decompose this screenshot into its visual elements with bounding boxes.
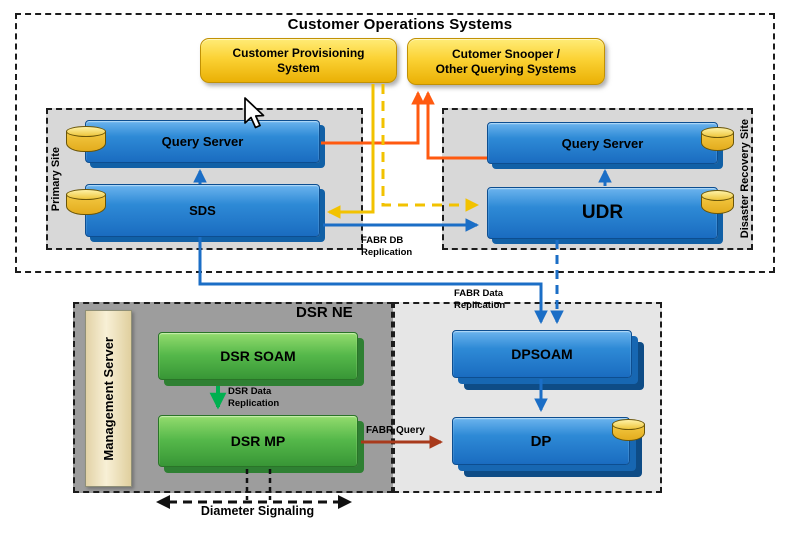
management-server-label: Management Server [101,336,116,461]
dsr-mp-label: DSR MP [230,433,286,449]
provisioning-label-line2: System [277,60,320,75]
primary-query-server-box: Query Server [85,120,320,163]
database-icon [66,126,106,152]
snooper-label-line1: Cutomer Snooper / [451,46,560,61]
dpsoam-label: DPSOAM [511,346,573,362]
sds-box: SDS [85,184,320,237]
database-icon [701,127,734,151]
fabr-data-replication-label: FABR Data Replication [454,288,506,312]
dr-query-server-box: Query Server [487,122,718,164]
provisioning-label-line1: Customer Provisioning [232,45,365,60]
dsr-soam-box: DSR SOAM [158,332,358,380]
primary-site-label: Primary Site [50,146,62,212]
dr-query-server-label: Query Server [561,135,644,151]
customer-snooper-box: Cutomer Snooper / Other Querying Systems [407,38,605,85]
primary-query-server-label: Query Server [161,134,244,149]
dp-label: DP [530,432,552,450]
dsr-ne-label: DSR NE [296,304,353,321]
sds-label: SDS [189,203,216,218]
fabr-db-replication-label: FABR DB Replication [361,235,413,259]
udr-box: UDR [487,187,718,239]
customer-provisioning-system-box: Customer Provisioning System [200,38,397,83]
udr-label: UDR [581,202,624,223]
dp-box: DP [452,417,630,465]
diameter-signaling-label: Diameter Signaling [200,504,315,518]
dpsoam-box: DPSOAM [452,330,632,378]
mouse-cursor-icon [244,97,265,129]
fabr-query-label: FABR Query [366,425,425,436]
management-server-box: Management Server [85,310,132,487]
dsr-mp-box: DSR MP [158,415,358,467]
database-icon [612,419,645,441]
dsr-data-replication-label: DSR Data Replication [228,386,280,410]
dsr-soam-label: DSR SOAM [220,348,296,364]
snooper-label-line2: Other Querying Systems [435,61,577,76]
database-icon [701,190,734,214]
diagram-title: Customer Operations Systems [287,16,513,33]
database-icon [66,189,106,215]
disaster-recovery-site-label: Disaster Recovery Site [739,119,751,239]
